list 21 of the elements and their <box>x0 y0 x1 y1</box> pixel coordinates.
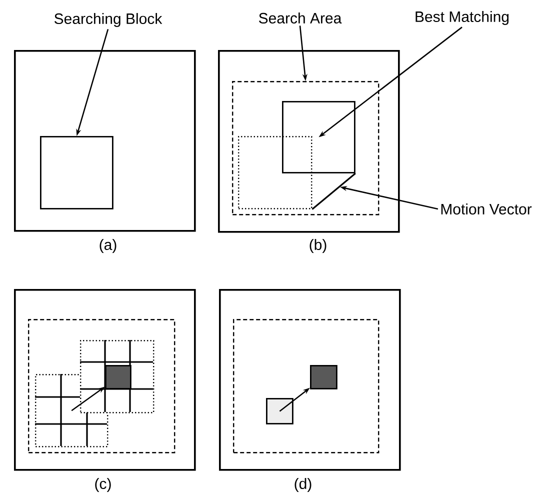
search-area <box>28 319 176 454</box>
callout-label: Best Matching <box>416 11 509 25</box>
current-block <box>266 398 294 424</box>
matched-cell <box>105 365 132 390</box>
matched-block <box>310 365 338 390</box>
callout-label: Searching Block <box>54 13 162 27</box>
callout-label: Search Area <box>259 12 342 24</box>
search-area <box>233 319 380 454</box>
panel-label: (d) <box>294 478 312 492</box>
panel-label: (b) <box>310 239 326 253</box>
panel-label: (c) <box>95 478 111 492</box>
panel-frame <box>14 289 196 471</box>
panel-label: (a) <box>100 239 116 253</box>
callout-label: Motion Vector <box>441 204 532 214</box>
dotted-block <box>238 136 312 210</box>
matching-block <box>282 101 356 174</box>
searching-block <box>40 136 114 210</box>
panel-frame <box>14 50 196 232</box>
search-area <box>232 81 380 216</box>
panel-frame <box>219 289 401 471</box>
panel-frame <box>218 50 400 233</box>
